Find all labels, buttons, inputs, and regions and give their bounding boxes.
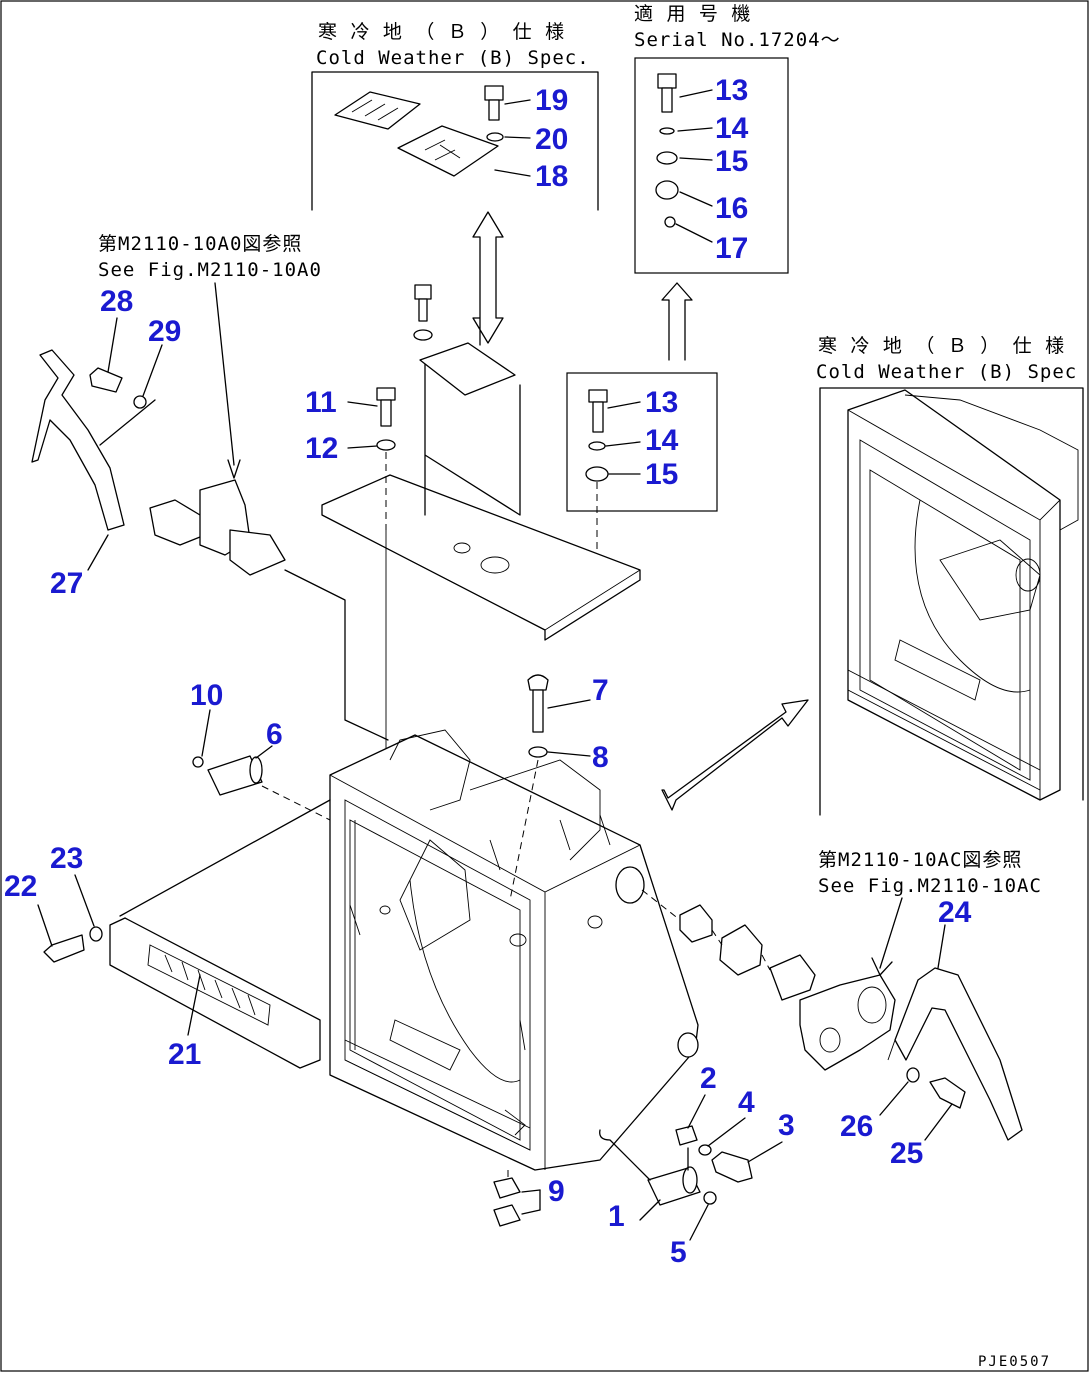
bolt-13-serial (657, 73, 677, 89)
clip-10 (192, 756, 204, 768)
mount-9-bottom (493, 1204, 521, 1227)
label-18: 18 (535, 160, 568, 193)
upper-plate (321, 284, 641, 820)
label-17: 17 (715, 232, 748, 265)
washer-26 (906, 1067, 920, 1083)
nut-5 (703, 1191, 717, 1205)
label-19: 19 (535, 84, 568, 117)
washer-8 (528, 746, 548, 758)
label-1: 1 (608, 1200, 625, 1233)
right-ref-note-en: See Fig.M2110-10AC (818, 875, 1042, 897)
label-4: 4 (738, 1086, 755, 1119)
label-23: 23 (50, 842, 83, 875)
top-cold-note-en: Cold Weather (B) Spec. (316, 47, 590, 69)
label-12: 12 (305, 432, 338, 465)
label-22: 22 (4, 870, 37, 903)
label-7: 7 (592, 674, 609, 707)
washer-15-serial (656, 151, 678, 165)
serial-note-jp: 適 用 号 機 (634, 3, 751, 25)
label-27: 27 (50, 567, 83, 600)
right-cold-weather-group: 寒 冷 地 （ Ｂ ） 仕 様 Cold Weather (B) Spec (816, 335, 1084, 816)
label-14-serial: 14 (715, 112, 749, 145)
bolt-19 (484, 85, 504, 121)
label-29: 29 (148, 315, 181, 348)
right-cold-bracket (819, 387, 1084, 816)
label-26: 26 (840, 1110, 873, 1143)
lower-right-parts (599, 1094, 783, 1241)
bolt-box-group (566, 372, 718, 560)
left-ref-group: 第M2110-10A0図参照 See Fig.M2110-10A0 (31, 233, 389, 741)
washer-14-serial (659, 127, 675, 135)
cap (679, 904, 713, 943)
washer-29 (133, 395, 147, 409)
label-16: 16 (715, 192, 748, 225)
label-13-box: 13 (645, 386, 678, 419)
fitting-left (149, 499, 206, 546)
top-cold-bracket (311, 71, 599, 211)
label-24: 24 (938, 896, 972, 929)
bolt-25 (929, 1077, 966, 1109)
label-28: 28 (100, 285, 133, 318)
label-15-serial: 15 (715, 145, 748, 178)
label-20: 20 (535, 123, 568, 156)
label-6: 6 (266, 718, 283, 751)
panel-21-group (37, 799, 331, 1069)
right-ref-group: 第M2110-10AC図参照 See Fig.M2110-10AC (641, 849, 1042, 1141)
hose-27 (31, 349, 125, 531)
label-13-serial: 13 (715, 74, 748, 107)
label-2: 2 (700, 1062, 717, 1095)
label-14-box: 14 (645, 424, 679, 457)
pin-6-group (192, 709, 331, 821)
nut-16-serial (655, 180, 679, 200)
double-arrow-top (472, 211, 504, 346)
right-cold-note-jp: 寒 冷 地 （ Ｂ ） 仕 様 (818, 335, 1065, 357)
hose-24 (894, 967, 1023, 1141)
bolt-box (566, 372, 718, 512)
serial-group: 適 用 号 機 Serial No.17204～ (634, 3, 841, 361)
serial-box (634, 57, 789, 274)
top-cold-note-jp: 寒 冷 地 （ Ｂ ） 仕 様 (318, 21, 565, 43)
up-arrow (661, 282, 693, 361)
bolt-28 (89, 367, 123, 393)
label-25: 25 (890, 1137, 923, 1170)
label-5: 5 (670, 1236, 687, 1269)
label-3: 3 (778, 1109, 795, 1142)
serial-note-en: Serial No.17204～ (634, 29, 841, 51)
mount-9-top (493, 1177, 521, 1199)
cover-plate-18 (334, 91, 499, 177)
washer-4 (698, 1144, 712, 1156)
flange-fitting (799, 974, 896, 1071)
label-11: 11 (305, 386, 337, 419)
double-arrow-right (661, 699, 809, 811)
label-21: 21 (168, 1038, 201, 1071)
bolt-7-group (509, 674, 591, 901)
bolt-3 (711, 1151, 753, 1183)
label-8: 8 (592, 741, 609, 774)
left-ref-note-jp: 第M2110-10A0図参照 (98, 233, 302, 255)
ring-17-serial (664, 216, 676, 228)
right-cold-note-en: Cold Weather (B) Spec (816, 361, 1077, 383)
bolt-7 (527, 674, 549, 691)
label-15-box: 15 (645, 458, 678, 491)
washer-20 (486, 132, 504, 142)
bolt-22 (43, 934, 85, 963)
clip-2 (675, 1125, 698, 1146)
label-10: 10 (190, 679, 223, 712)
square-plate (419, 342, 516, 396)
part-labels: 19 20 18 13 14 15 16 17 13 14 15 11 12 2… (4, 74, 972, 1269)
left-ref-note-en: See Fig.M2110-10A0 (98, 259, 322, 281)
right-ref-note-jp: 第M2110-10AC図参照 (818, 849, 1022, 871)
panel-21 (109, 917, 321, 1069)
sleeve (719, 924, 763, 976)
top-cold-weather-group: 寒 冷 地 （ Ｂ ） 仕 様 Cold Weather (B) Spec. (311, 21, 599, 211)
drawing-code: PJE0507 (978, 1354, 1051, 1370)
pin-6 (207, 755, 263, 796)
washer-23 (89, 926, 103, 942)
label-9: 9 (548, 1175, 565, 1208)
bolt-11 (376, 387, 396, 401)
radiator-frame (329, 729, 699, 1227)
washer-12 (376, 439, 396, 451)
